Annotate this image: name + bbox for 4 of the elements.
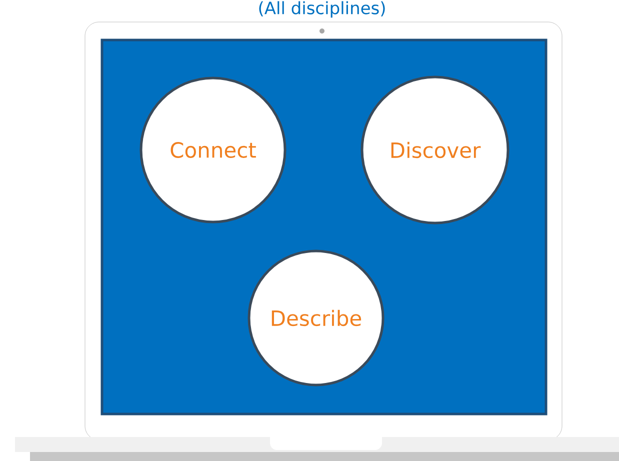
- circle-node: Describe: [248, 250, 384, 386]
- circle-node: Connect: [140, 76, 286, 224]
- heading-text: (All disciplines): [259, 1, 385, 18]
- circle-node: Discover: [360, 76, 510, 224]
